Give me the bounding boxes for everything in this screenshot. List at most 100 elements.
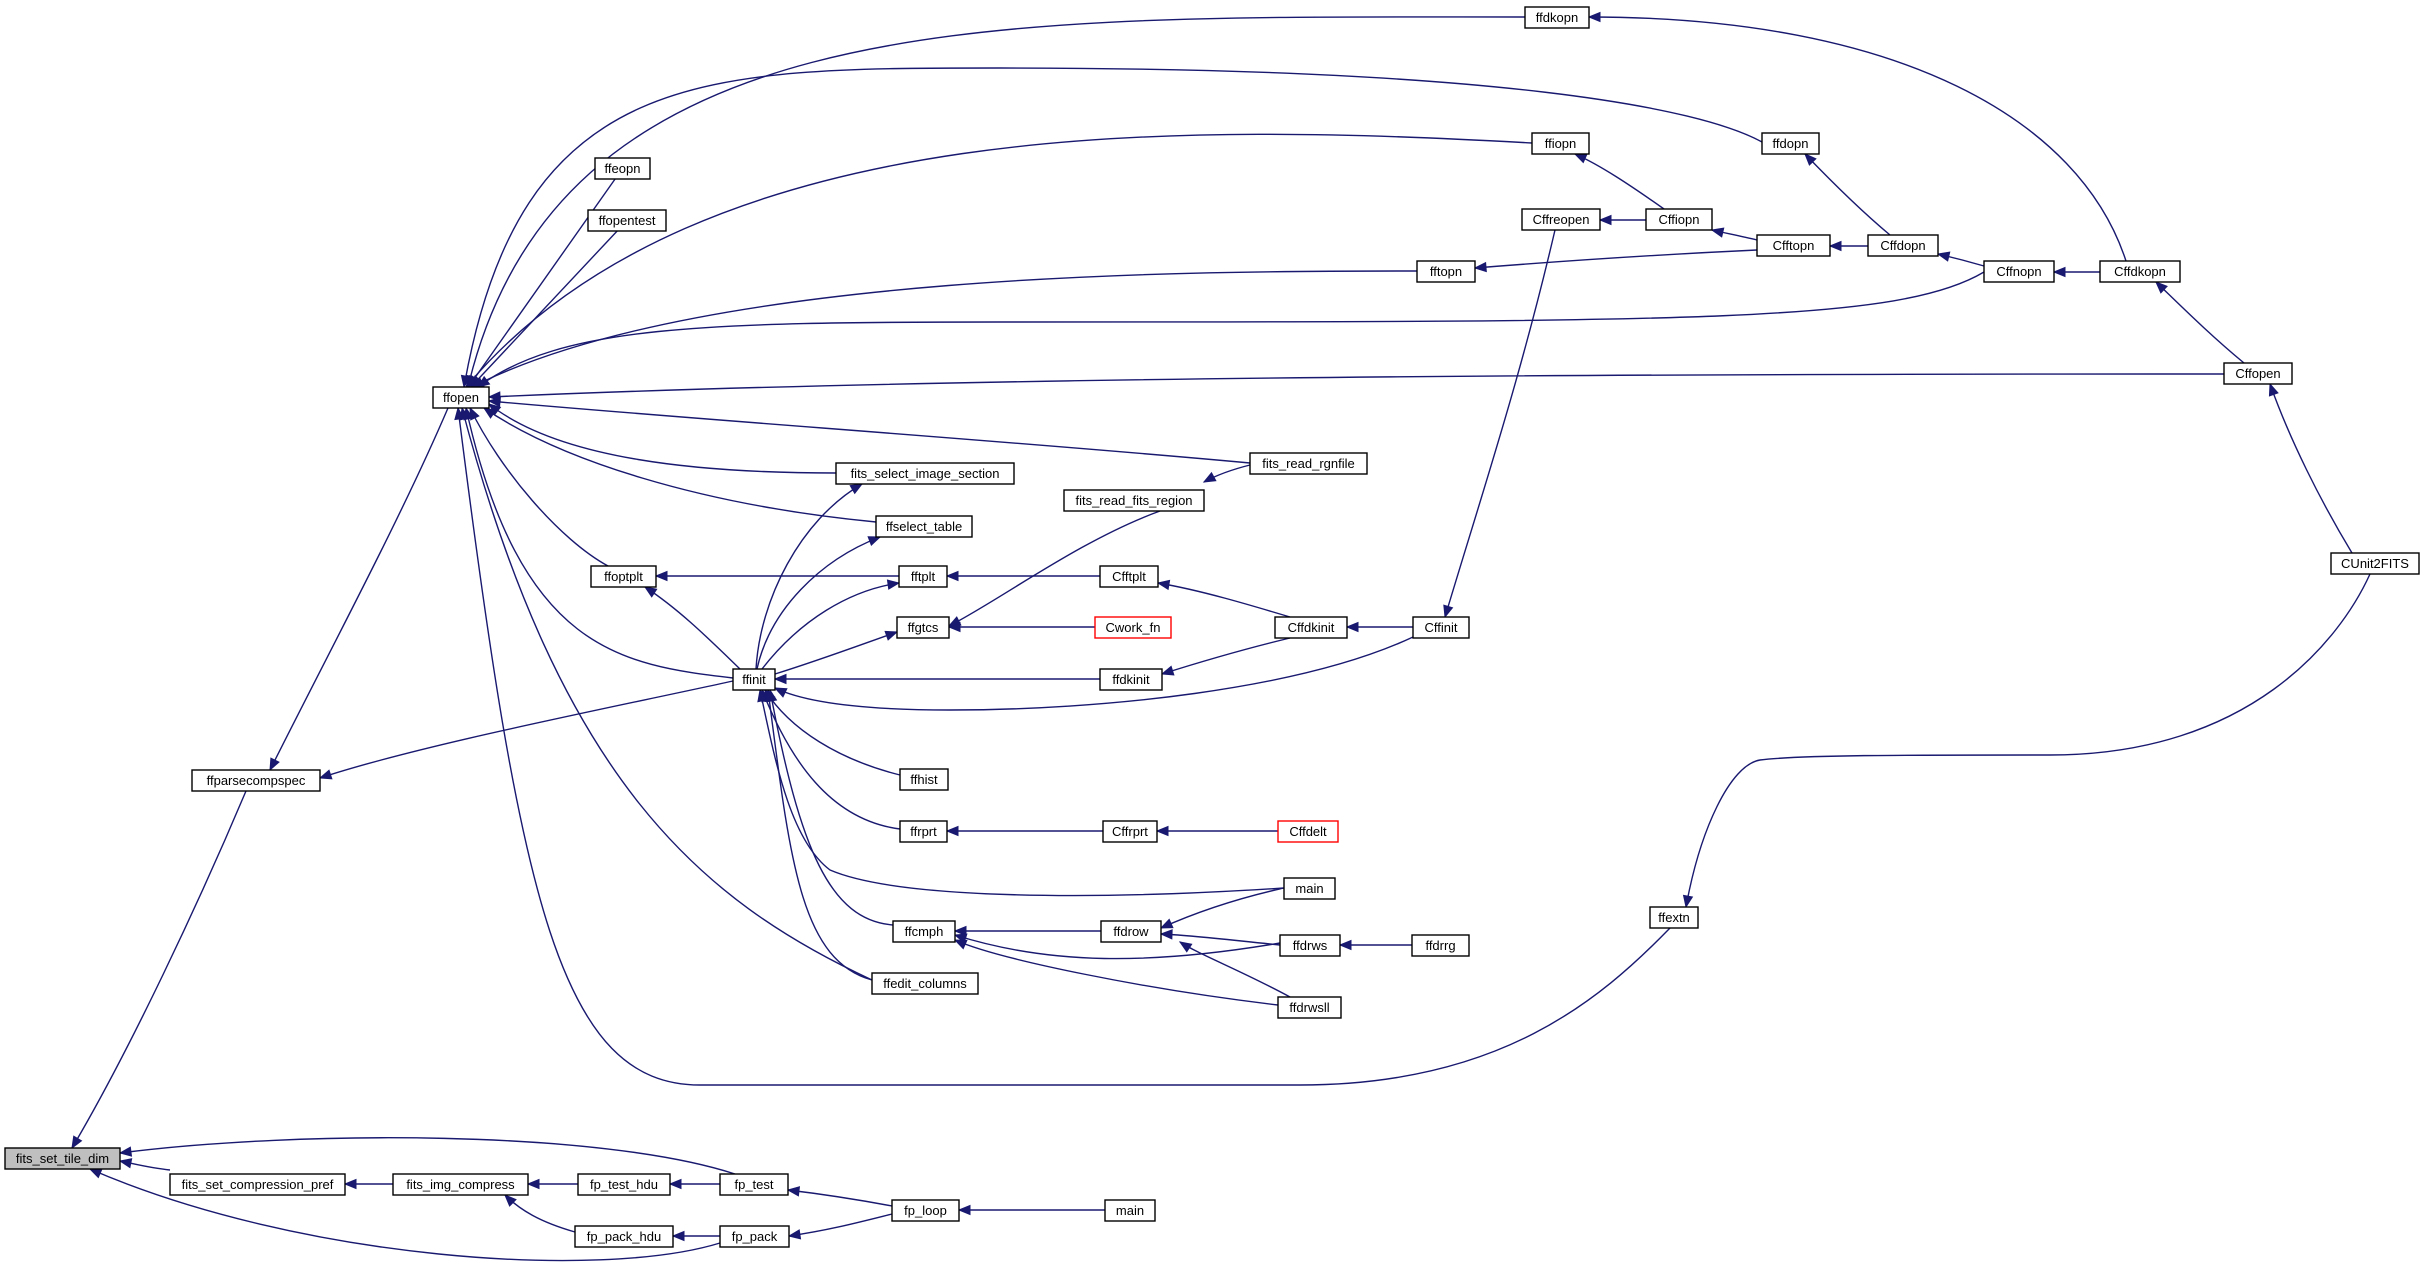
node-box[interactable] (899, 768, 949, 791)
node-cfftplt[interactable]: Cfftplt (1099, 565, 1159, 588)
node-fits-select-image-section[interactable]: fits_select_image_section (835, 462, 1015, 485)
node-cffdkopn[interactable]: Cffdkopn (2099, 260, 2181, 283)
node-cffdkinit[interactable]: Cffdkinit (1274, 616, 1348, 639)
node-fp-loop[interactable]: fp_loop (891, 1199, 960, 1222)
node-ffdkopn[interactable]: ffdkopn (1524, 6, 1590, 29)
node-box[interactable] (732, 668, 776, 691)
node-box[interactable] (1412, 616, 1470, 639)
node-box[interactable] (1645, 208, 1713, 231)
node-ffparsecompspec[interactable]: ffparsecompspec (191, 769, 321, 792)
node-ffdrrg[interactable]: ffdrrg (1411, 934, 1470, 957)
node-fftplt[interactable]: fftplt (898, 565, 948, 588)
node-fits-set-compression-pref[interactable]: fits_set_compression_pref (169, 1173, 346, 1196)
node-cffdelt[interactable]: Cffdelt (1277, 820, 1339, 843)
node-box[interactable] (719, 1173, 789, 1196)
node-box[interactable] (891, 1199, 960, 1222)
node-main-b[interactable]: main (1104, 1199, 1156, 1222)
node-box[interactable] (587, 209, 667, 232)
node-box[interactable] (1649, 906, 1699, 929)
node-ffoptplt[interactable]: ffoptplt (590, 565, 657, 588)
node-box[interactable] (594, 157, 651, 180)
node-ffinit[interactable]: ffinit (732, 668, 776, 691)
node-box[interactable] (392, 1173, 529, 1196)
node-box[interactable] (1761, 132, 1820, 155)
node-ffopentest[interactable]: ffopentest (587, 209, 667, 232)
node-box[interactable] (1524, 6, 1590, 29)
node-box[interactable] (1104, 1199, 1156, 1222)
node-cfftopn[interactable]: Cfftopn (1756, 234, 1831, 257)
node-ffdrwsll[interactable]: ffdrwsll (1277, 996, 1342, 1019)
node-ffcmph[interactable]: ffcmph (892, 920, 956, 943)
node-box[interactable] (1094, 616, 1172, 639)
node-box[interactable] (2223, 362, 2293, 385)
node-fp-pack-hdu[interactable]: fp_pack_hdu (574, 1225, 674, 1248)
node-fp-pack[interactable]: fp_pack (719, 1225, 790, 1248)
node-ffextn[interactable]: ffextn (1649, 906, 1699, 929)
node-cffiopn[interactable]: Cffiopn (1645, 208, 1713, 231)
node-cunit2fits[interactable]: CUnit2FITS (2330, 552, 2420, 575)
node-box[interactable] (1283, 877, 1336, 900)
node-box[interactable] (719, 1225, 790, 1248)
node-fits-read-rgnfile[interactable]: fits_read_rgnfile (1249, 452, 1368, 475)
node-box[interactable] (2330, 552, 2420, 575)
node-ffeopn[interactable]: ffeopn (594, 157, 651, 180)
node-box[interactable] (1867, 234, 1939, 257)
node-ffiopn[interactable]: ffiopn (1531, 132, 1590, 155)
node-box[interactable] (899, 820, 948, 843)
node-box[interactable] (191, 769, 321, 792)
node-box[interactable] (432, 386, 490, 409)
node-box[interactable] (574, 1225, 674, 1248)
node-box[interactable] (1102, 820, 1158, 843)
node-ffhist[interactable]: ffhist (899, 768, 949, 791)
node-fp-test[interactable]: fp_test (719, 1173, 789, 1196)
node-box[interactable] (4, 1147, 121, 1170)
node-box[interactable] (871, 972, 979, 995)
node-cffnopn[interactable]: Cffnopn (1983, 260, 2055, 283)
node-box[interactable] (1277, 996, 1342, 1019)
node-ffopen[interactable]: ffopen (432, 386, 490, 409)
node-box[interactable] (1277, 820, 1339, 843)
node-box[interactable] (1249, 452, 1368, 475)
node-box[interactable] (1983, 260, 2055, 283)
node-box[interactable] (1099, 565, 1159, 588)
node-box[interactable] (169, 1173, 346, 1196)
node-box[interactable] (1274, 616, 1348, 639)
node-box[interactable] (577, 1173, 671, 1196)
node-box[interactable] (896, 616, 950, 639)
node-box[interactable] (1521, 208, 1601, 231)
node-ffdopn[interactable]: ffdopn (1761, 132, 1820, 155)
node-box[interactable] (1416, 260, 1476, 283)
node-ffedit-columns[interactable]: ffedit_columns (871, 972, 979, 995)
node-ffdrws[interactable]: ffdrws (1279, 934, 1341, 957)
node-ffrprt[interactable]: ffrprt (899, 820, 948, 843)
node-box[interactable] (1100, 920, 1162, 943)
node-box[interactable] (590, 565, 657, 588)
node-cffinit[interactable]: Cffinit (1412, 616, 1470, 639)
node-box[interactable] (1756, 234, 1831, 257)
node-fits-set-tile-dim[interactable]: fits_set_tile_dim (4, 1147, 121, 1170)
node-box[interactable] (2099, 260, 2181, 283)
node-ffdkinit[interactable]: ffdkinit (1099, 668, 1163, 691)
node-cffdopn[interactable]: Cffdopn (1867, 234, 1939, 257)
node-cffreopen[interactable]: Cffreopen (1521, 208, 1601, 231)
node-main-a[interactable]: main (1283, 877, 1336, 900)
node-box[interactable] (1411, 934, 1470, 957)
node-fits-read-fits-region[interactable]: fits_read_fits_region (1063, 489, 1205, 512)
node-box[interactable] (898, 565, 948, 588)
node-box[interactable] (892, 920, 956, 943)
node-box[interactable] (1279, 934, 1341, 957)
node-ffdrow[interactable]: ffdrow (1100, 920, 1162, 943)
node-cwork-fn[interactable]: Cwork_fn (1094, 616, 1172, 639)
node-fp-test-hdu[interactable]: fp_test_hdu (577, 1173, 671, 1196)
node-fits-img-compress[interactable]: fits_img_compress (392, 1173, 529, 1196)
node-box[interactable] (1531, 132, 1590, 155)
node-cffopen[interactable]: Cffopen (2223, 362, 2293, 385)
node-box[interactable] (835, 462, 1015, 485)
node-box[interactable] (1063, 489, 1205, 512)
node-ffselect-table[interactable]: ffselect_table (875, 515, 973, 538)
node-cffrprt[interactable]: Cffrprt (1102, 820, 1158, 843)
node-box[interactable] (1099, 668, 1163, 691)
node-ffgtcs[interactable]: ffgtcs (896, 616, 950, 639)
node-fftopn[interactable]: fftopn (1416, 260, 1476, 283)
node-box[interactable] (875, 515, 973, 538)
